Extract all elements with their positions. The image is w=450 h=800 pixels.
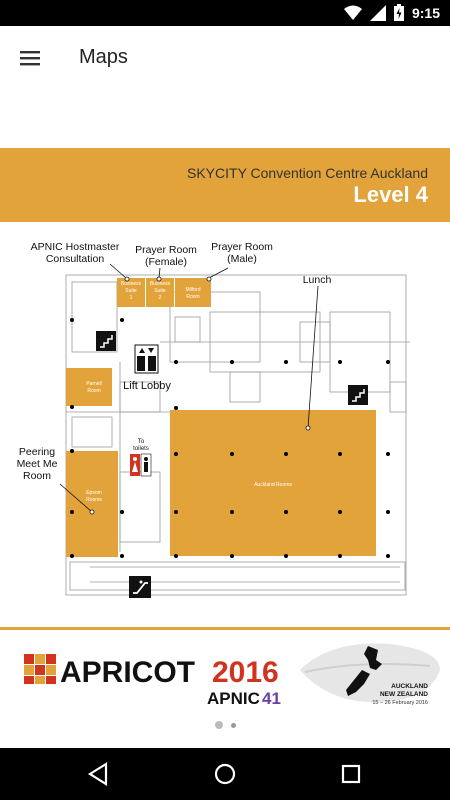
escalator-icon [129,576,151,598]
callout-points [89,276,311,515]
label-prayer-female-2: (Female) [145,256,187,268]
recents-button[interactable] [336,760,366,788]
status-icons: 9:15 [343,4,440,21]
room-epsom[interactable] [66,451,118,557]
pager-dot-active[interactable] [214,721,223,729]
svg-text:Auckland Rooms: Auckland Rooms [254,482,292,488]
stairs-icon [348,385,368,405]
room-milford[interactable] [175,278,211,307]
back-button[interactable] [84,760,114,788]
fern-icon [300,643,440,703]
svg-text:Rooms: Rooms [86,497,102,503]
label-peering-1: Peering [19,446,55,458]
toilets-icon [130,453,152,477]
location-country: NEW ZEALAND [380,691,428,698]
page-title: Maps [79,46,128,68]
svg-text:Room: Room [87,388,100,394]
hamburger-icon [20,51,40,66]
divider [0,627,450,630]
rooms-layer [66,278,376,557]
apnic-label: APNIC [207,689,260,708]
floor-map[interactable]: Business Suite 1 Business Suite 2 Milfor… [0,222,450,627]
svg-text:Parnell: Parnell [86,381,102,387]
event-year: 2016 [212,656,279,689]
menu-button[interactable] [14,43,46,73]
location-city: AUCKLAND [391,683,428,690]
venue-name: SKYCITY Convention Centre Auckland [187,165,428,181]
battery-icon [393,4,404,21]
app-bar: Maps [0,26,450,90]
label-prayer-male-2: (Male) [227,253,257,265]
home-button[interactable] [210,760,240,788]
svg-text:Suite: Suite [125,288,137,294]
new-zealand-map-icon [346,646,382,696]
navigation-bar [0,748,450,800]
label-peering-2: Meet Me [17,458,58,470]
svg-text:Business: Business [121,281,142,287]
level-label: Level 4 [353,182,428,207]
back-icon [87,762,108,786]
room-business-suite-1[interactable] [117,278,145,307]
wifi-icon [343,5,362,20]
column-dots [70,318,390,558]
label-hostmaster: APNIC Hostmaster [31,241,120,253]
label-lunch: Lunch [303,274,332,286]
venue-banner: SKYCITY Convention Centre Auckland Level… [0,148,450,222]
svg-text:Business: Business [150,281,171,287]
room-parnell[interactable] [66,368,112,406]
event-branding: APRICOT 2016 APNIC 41 AUCKLAND NEW ZEALA… [0,630,450,715]
toilets-sign: To toilets [133,439,149,452]
room-business-suite-2[interactable] [146,278,174,307]
svg-text:1: 1 [130,295,133,301]
status-bar: 9:15 [0,0,450,26]
lift-lobby-label: Lift Lobby [123,380,171,392]
room-labels: Business Suite 1 Business Suite 2 Milfor… [86,281,292,503]
room-auckland[interactable] [170,410,376,556]
label-prayer-female: Prayer Room [135,244,197,256]
label-prayer-male: Prayer Room [211,241,273,253]
event-name: APRICOT [60,656,195,689]
pager-indicator [0,718,450,732]
svg-text:Suite: Suite [154,288,166,294]
status-time: 9:15 [411,4,440,21]
apricot-logo-icon [24,654,56,684]
event-dates: 15 – 26 February 2016 [372,700,428,706]
pager-dot[interactable] [230,722,236,728]
svg-text:Milford: Milford [185,287,200,293]
svg-text:2: 2 [159,295,162,301]
apnic-number: 41 [262,689,281,708]
svg-text:Epsom: Epsom [86,490,102,496]
signal-icon [369,4,386,21]
callout-lines [59,263,319,513]
stairs-icon [96,331,116,351]
lift-icon [134,344,159,374]
label-hostmaster-2: Consultation [46,253,105,265]
label-peering-3: Room [23,470,51,482]
floor-plan-svg: Business Suite 1 Business Suite 2 Milfor… [17,241,410,598]
recents-icon [341,764,361,784]
svg-text:toilets: toilets [133,446,149,452]
event-logo: APRICOT 2016 APNIC 41 AUCKLAND NEW ZEALA… [24,643,440,708]
callout-labels: APNIC Hostmaster Consultation Prayer Roo… [17,241,332,482]
svg-text:Room: Room [186,294,199,300]
home-icon [214,763,236,785]
svg-text:To: To [138,439,145,445]
